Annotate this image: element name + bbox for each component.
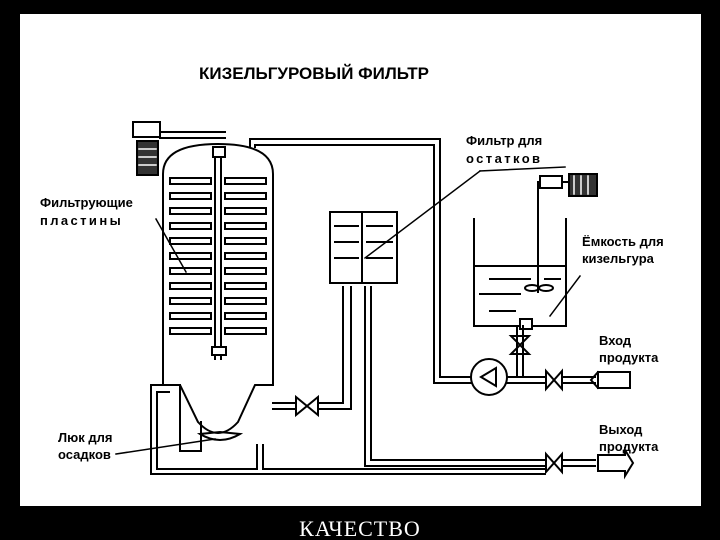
residue-filter-label-line1: Фильтр для bbox=[466, 133, 542, 148]
circulation-pump bbox=[470, 358, 508, 396]
sediment-hatch-label-line1: Люк для bbox=[58, 430, 112, 445]
residue-filter bbox=[329, 211, 398, 284]
bottom-caption-bar: КАЧЕСТВО bbox=[0, 506, 720, 540]
product-outlet-label-line2: продукта bbox=[599, 439, 659, 454]
product-inlet-label-line1: Вход bbox=[599, 333, 632, 348]
sediment-hatch-label-line2: осадков bbox=[58, 447, 111, 462]
filter-plates bbox=[169, 177, 267, 356]
leader-lines bbox=[115, 166, 582, 455]
kieselguhr-tank-label-line1: Ёмкость для bbox=[582, 234, 664, 249]
slide: КИЗЕЛЬГУРОВЫЙ ФИЛЬТР Фильтрующие пластин… bbox=[20, 14, 701, 526]
kieselguhr-tank bbox=[473, 181, 567, 330]
sediment-hatch bbox=[196, 430, 244, 441]
filter-plates-label-line2: пластины bbox=[40, 213, 123, 228]
diagram-title: КИЗЕЛЬГУРОВЫЙ ФИЛЬТР bbox=[199, 64, 429, 83]
product-outlet-label-line1: Выход bbox=[599, 422, 643, 437]
piping bbox=[150, 138, 596, 475]
valves bbox=[295, 335, 563, 475]
stirrer-motor bbox=[539, 173, 598, 197]
main-filter-vessel bbox=[162, 142, 274, 434]
product-inlet-label-line2: продукта bbox=[599, 350, 659, 365]
filter-plates-label-line1: Фильтрующие bbox=[40, 195, 133, 210]
bottom-caption-text: КАЧЕСТВО bbox=[299, 516, 421, 540]
drive-motor bbox=[132, 121, 226, 176]
residue-filter-label-line2: остатков bbox=[466, 151, 542, 166]
kieselguhr-filter-diagram: КИЗЕЛЬГУРОВЫЙ ФИЛЬТР Фильтрующие пластин… bbox=[40, 64, 664, 480]
flow-arrows bbox=[589, 370, 635, 480]
kieselguhr-tank-label-line2: кизельгура bbox=[582, 251, 655, 266]
